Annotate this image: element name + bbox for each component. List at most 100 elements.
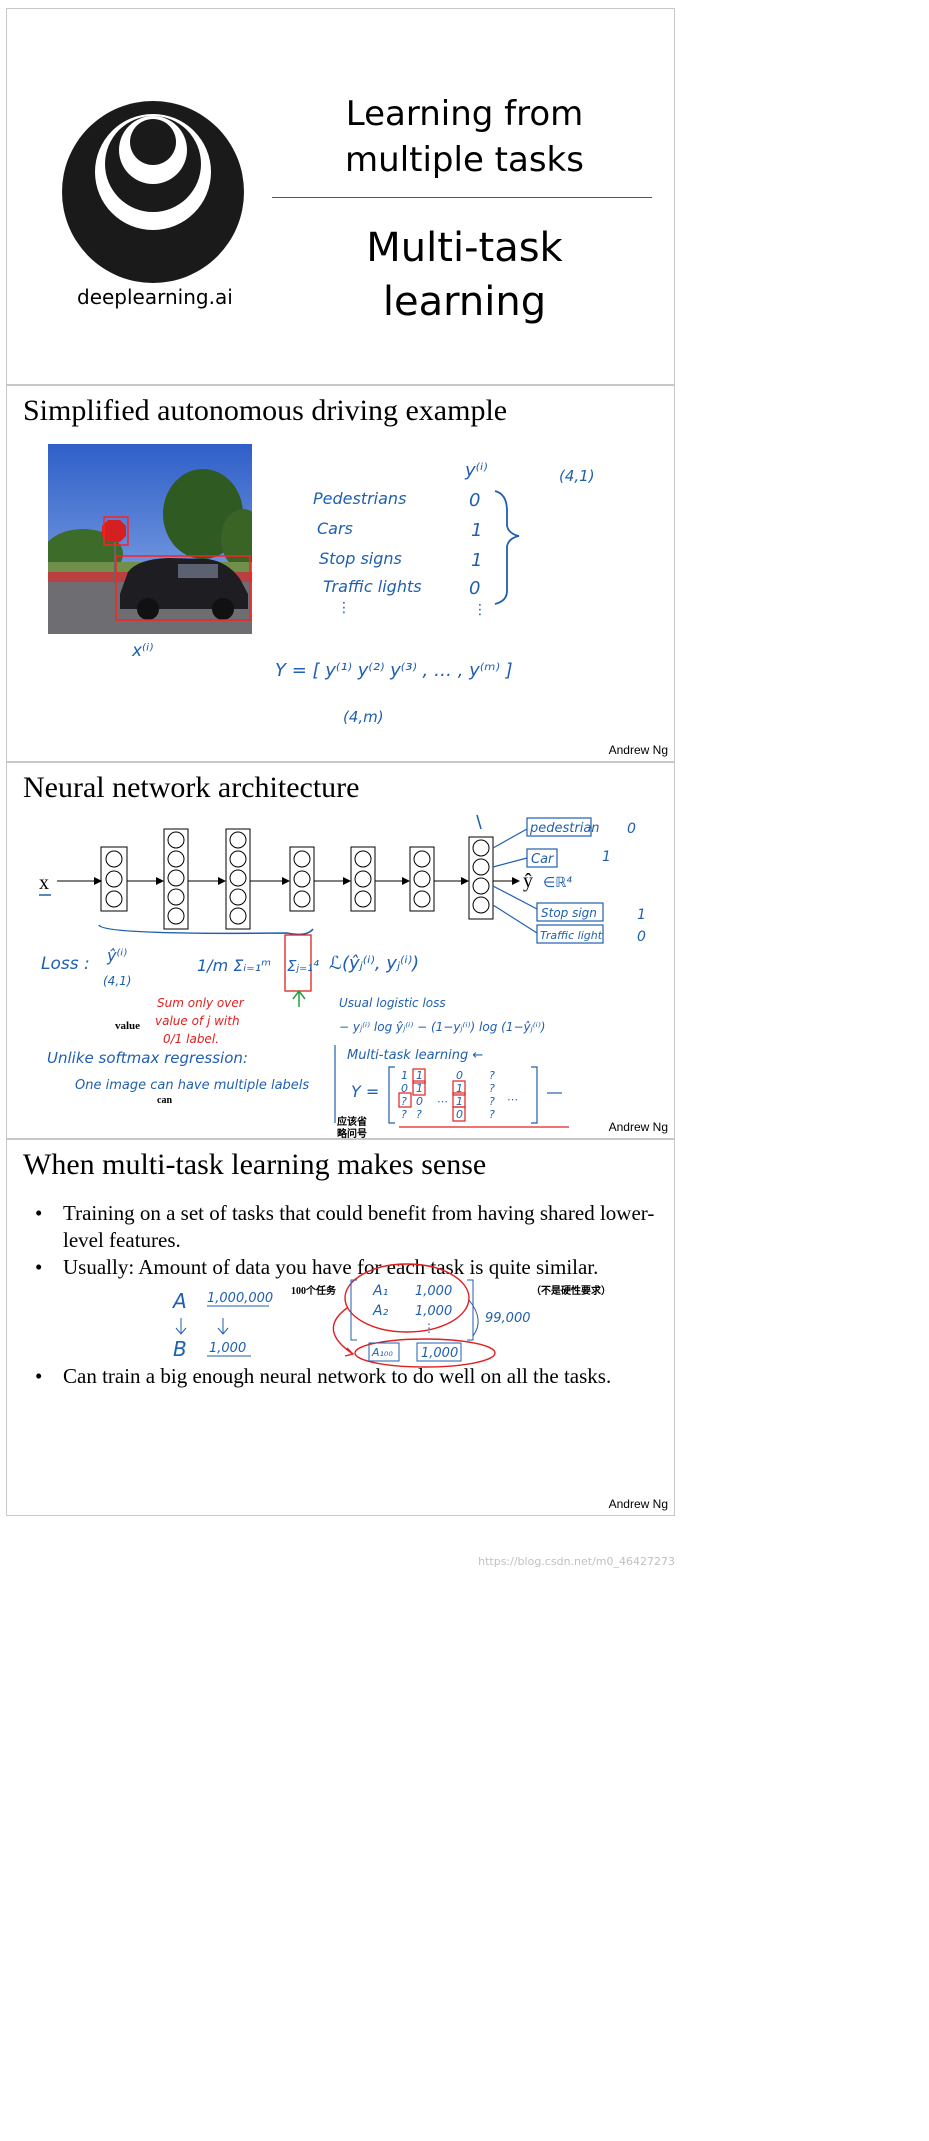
svg-text:?: ? — [489, 1108, 495, 1121]
svg-text:1: 1 — [456, 1082, 463, 1095]
note-value-word: value — [115, 1020, 140, 1032]
loss-label: Loss : — [41, 954, 90, 974]
driving-example-slide: Simplified autonomous driving example x⁽… — [6, 385, 675, 762]
svg-text:0: 0 — [456, 1108, 463, 1121]
slide-footer: Andrew Ng — [608, 743, 668, 757]
svg-text:1: 1 — [416, 1069, 423, 1082]
slide-footer: Andrew Ng — [608, 1497, 668, 1511]
note-can-word: can — [157, 1095, 172, 1106]
value-traffic-lights: 0 — [469, 578, 480, 599]
note-B: B — [173, 1337, 187, 1361]
svg-text:0: 0 — [456, 1069, 463, 1082]
yhat-dim: (4,1) — [103, 974, 131, 988]
Y-label: Y = — [351, 1082, 379, 1101]
svg-text:0: 0 — [401, 1082, 408, 1095]
output-dim: ∈ℝ⁴ — [543, 875, 572, 891]
sum-outer: 1/m Σᵢ₌₁ᵐ — [197, 956, 271, 975]
x-i-label: x⁽ⁱ⁾ — [131, 641, 153, 661]
bullet-big-network: Can train a big enough neural network to… — [35, 1363, 655, 1390]
output-yhat-label: ŷ — [523, 870, 533, 892]
deeplearning-logo — [62, 101, 244, 283]
driving-photo — [48, 444, 252, 634]
network-architecture-slide: Neural network architecture x — [6, 762, 675, 1139]
note-one-image: One image can have multiple labels — [75, 1078, 309, 1093]
note-logistic-formula: − yⱼ⁽ⁱ⁾ log ŷⱼ⁽ⁱ⁾ − (1−yⱼ⁽ⁱ⁾) log (1−ŷⱼ⁽… — [339, 1020, 545, 1034]
bullet-similar-data: Usually: Amount of data you have for eac… — [35, 1254, 655, 1281]
output-value-car: 1 — [602, 849, 611, 865]
deck-title: Learning from multiple tasks — [272, 91, 657, 183]
slide-title: Neural network architecture — [23, 771, 360, 804]
note-sum-only: Sum only over — [157, 996, 245, 1010]
svg-text:?: ? — [401, 1108, 407, 1121]
input-x-label: x — [39, 872, 49, 894]
chinese-note-2: 略问号 — [337, 1127, 367, 1139]
label-traffic-lights: Traffic lights — [323, 577, 422, 596]
note-multitask: Multi-task learning ← — [347, 1048, 483, 1063]
y-dim-label: (4,1) — [559, 467, 595, 485]
curly-brace — [494, 490, 520, 605]
label-pedestrians: Pedestrians — [313, 489, 406, 508]
chinese-note-1: 应该省 — [337, 1115, 367, 1128]
y-i-label: y⁽ⁱ⁾ — [464, 460, 488, 481]
Y-matrix-grid — [388, 1066, 562, 1124]
note-100-tasks: 100个任务 — [291, 1284, 337, 1297]
handwritten-notes: x⁽ⁱ⁾ y⁽ⁱ⁾ (4,1) Pedestrians Cars Stop si… — [131, 460, 595, 726]
bullet-list: Training on a set of tasks that could be… — [35, 1200, 655, 1390]
note-usual-logistic: Usual logistic loss — [339, 996, 446, 1010]
brand-name: deeplearning.ai — [77, 285, 233, 309]
output-value-pedestrian: 0 — [627, 821, 636, 837]
value-pedestrians: 0 — [469, 490, 480, 511]
svg-text:?: ? — [489, 1095, 495, 1108]
svg-text:0: 0 — [416, 1095, 423, 1108]
handwritten-notes: A 1,000,000 B 1,000 100个任务 （不是硬性要求） A₁ 1… — [171, 1263, 611, 1368]
output-layer — [468, 836, 494, 920]
note-b-amount: 1,000 — [209, 1341, 246, 1356]
Y-dim-label: (4,m) — [343, 708, 384, 726]
label-stop-signs: Stop signs — [319, 549, 402, 568]
output-annotations: pedestrian 0 Car 1 Stop sign 1 Traffic l… — [492, 817, 646, 945]
loss-term: ℒ(ŷⱼ⁽ⁱ⁾, yⱼ⁽ⁱ⁾) — [329, 953, 419, 974]
hidden-layer-3 — [225, 828, 251, 930]
output-label-car: Car — [531, 852, 555, 867]
value-more: ⋮ — [473, 602, 487, 618]
hidden-layer-2 — [163, 828, 189, 930]
label-cars: Cars — [317, 519, 353, 538]
note-A: A — [171, 1289, 187, 1313]
slide-title: Simplified autonomous driving example — [23, 394, 508, 427]
note-A2-amount: 1,000 — [415, 1304, 452, 1319]
sum-inner: Σⱼ₌₁⁴ — [287, 957, 319, 975]
watermark: https://blog.csdn.net/m0_46427273 — [478, 1555, 675, 1568]
label-more: ⋮ — [337, 600, 351, 616]
lecture-title: Multi-task learning — [272, 221, 657, 329]
output-label-stop-sign: Stop sign — [541, 906, 597, 920]
hidden-layer-4 — [289, 846, 315, 912]
hidden-layer-5 — [350, 846, 376, 912]
svg-text:?: ? — [401, 1095, 407, 1108]
network-diagram: x — [39, 814, 646, 1139]
note-ellipsis: ⋮ — [423, 1321, 435, 1335]
yhat-i: ŷ⁽ⁱ⁾ — [106, 946, 127, 965]
output-label-traffic-light: Traffic light — [540, 929, 603, 942]
svg-text:?: ? — [489, 1069, 495, 1082]
value-stop-signs: 1 — [471, 550, 482, 571]
title-slide: deeplearning.ai Learning from multiple t… — [6, 8, 675, 385]
hidden-layer-6 — [409, 846, 435, 912]
output-value-traffic-light: 0 — [637, 929, 646, 945]
svg-text:?: ? — [416, 1108, 422, 1121]
output-label-pedestrian: pedestrian — [529, 821, 600, 836]
note-A1: A₁ — [372, 1283, 388, 1299]
note-A1-amount: 1,000 — [415, 1284, 452, 1299]
svg-text:⋯: ⋯ — [437, 1095, 448, 1108]
output-value-stop-sign: 1 — [637, 907, 646, 923]
title-divider — [272, 197, 652, 198]
svg-text:?: ? — [489, 1082, 495, 1095]
note-not-hard: （不是硬性要求） — [531, 1284, 611, 1297]
bullet-shared-features: Training on a set of tasks that could be… — [35, 1200, 655, 1254]
when-multitask-slide: When multi-task learning makes sense Tra… — [6, 1139, 675, 1516]
slide-title: When multi-task learning makes sense — [23, 1148, 487, 1181]
note-A2: A₂ — [372, 1303, 389, 1319]
Y-matrix: Y = [ y⁽¹⁾ y⁽²⁾ y⁽³⁾ , … , y⁽ᵐ⁾ ] — [275, 660, 513, 681]
note-value-of-j: value of j with — [155, 1014, 240, 1028]
note-a-amount: 1,000,000 — [207, 1291, 273, 1306]
note-label01: 0/1 label. — [163, 1032, 219, 1046]
